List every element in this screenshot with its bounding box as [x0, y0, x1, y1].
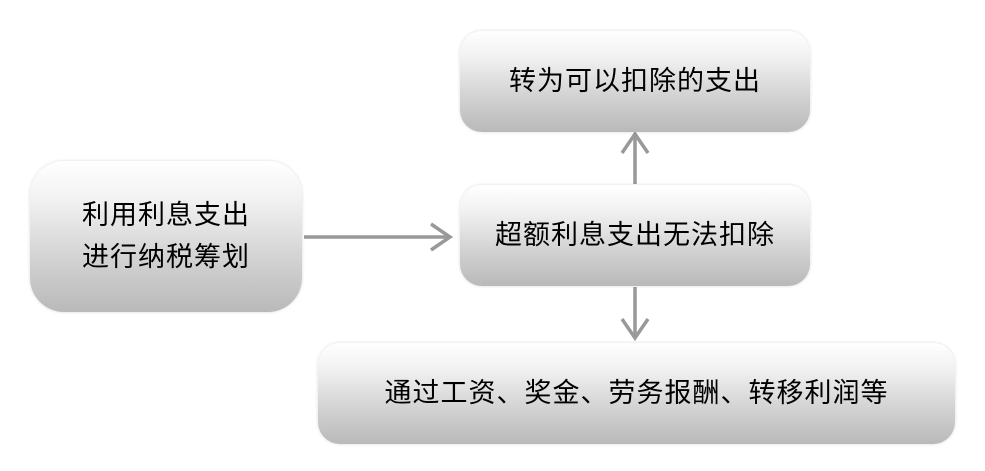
- node-source-line-2: 进行纳税筹划: [82, 241, 250, 273]
- node-top-label: 转为可以扣除的支出: [509, 65, 761, 97]
- node-source-label: 利用利息支出 进行纳税筹划: [82, 195, 250, 279]
- node-middle-label: 超额利息支出无法扣除: [495, 219, 775, 251]
- node-tax-planning-with-interest: 利用利息支出 进行纳税筹划: [30, 161, 302, 312]
- arrow-source-to-middle: [304, 222, 454, 252]
- node-via-wages-bonuses: 通过工资、奖金、劳务报酬、转移利润等: [318, 343, 955, 444]
- node-source-line-1: 利用利息支出: [82, 199, 250, 231]
- arrow-middle-to-top: [620, 130, 650, 184]
- node-bottom-label: 通过工资、奖金、劳务报酬、转移利润等: [384, 377, 889, 409]
- node-convert-to-deductible: 转为可以扣除的支出: [460, 31, 810, 132]
- node-excess-interest-not-deductible: 超额利息支出无法扣除: [460, 185, 810, 286]
- arrow-middle-to-bottom: [620, 287, 650, 342]
